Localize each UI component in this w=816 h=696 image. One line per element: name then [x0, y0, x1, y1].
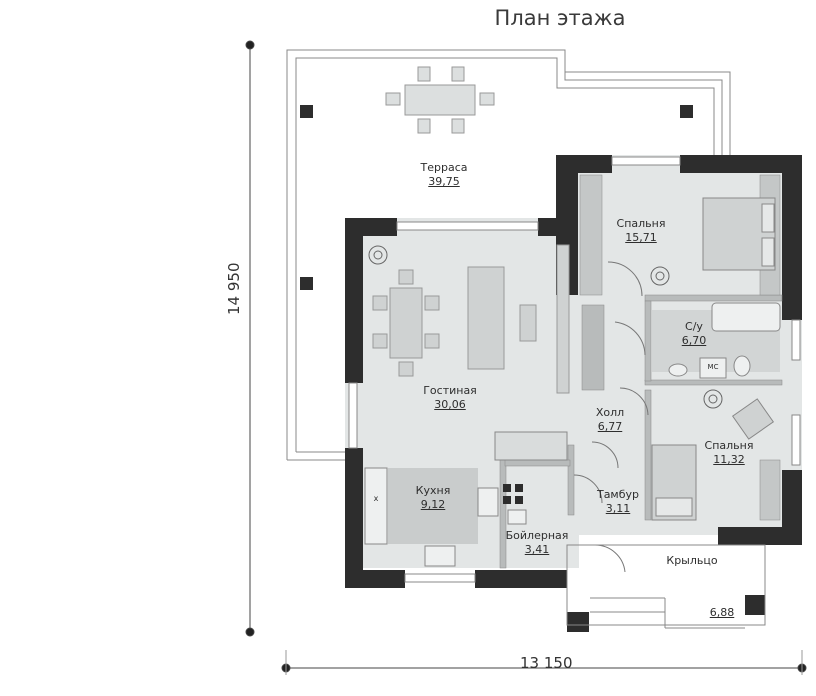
- windows: [348, 156, 801, 583]
- plan-title: План этажа: [494, 6, 626, 30]
- room-area: 6,70: [681, 334, 707, 347]
- room-name: Кухня: [415, 484, 451, 497]
- room-name: Терраса: [420, 161, 468, 174]
- room-label-kitchen: Кухня 9,12: [378, 484, 488, 512]
- room-area: 39,75: [428, 175, 460, 188]
- room-label-living: Гостиная 30,06: [395, 384, 505, 412]
- plants: [368, 245, 723, 409]
- room-name: Спальня: [616, 217, 666, 230]
- room-area: 6,77: [597, 420, 623, 433]
- porch: [566, 544, 766, 629]
- width-dimension-label: 13 150: [520, 654, 573, 672]
- room-label-porch: Крыльцо: [637, 554, 747, 568]
- room-label-bedroom-1: Спальня 15,71: [586, 217, 696, 245]
- washing-machine-label: МС: [707, 363, 719, 371]
- room-name: Тамбур: [596, 488, 640, 501]
- room-label-boiler: Бойлерная 3,41: [482, 529, 592, 557]
- bed-bedroom-1: [702, 197, 776, 271]
- room-name: С/у: [685, 320, 703, 333]
- room-name: Холл: [595, 406, 625, 419]
- kitchen-counter-area: [388, 468, 478, 544]
- room-area: 6,88: [709, 606, 735, 619]
- room-label-vestibule: Тамбур 3,11: [563, 488, 673, 516]
- height-dimension-label: 14 950: [225, 262, 243, 316]
- kitchen-appliance-mark: x: [373, 494, 379, 503]
- porch-area-label: 6,88: [667, 606, 777, 620]
- kitchen-fixtures: [364, 431, 568, 567]
- room-label-hall: Холл 6,77: [555, 406, 665, 434]
- room-area: 15,71: [625, 231, 657, 244]
- room-area: 30,06: [434, 398, 466, 411]
- room-area: 9,12: [420, 498, 446, 511]
- room-area: 11,32: [713, 453, 745, 466]
- room-label-terrace: Терраса 39,75: [389, 161, 499, 189]
- room-label-bedroom-2: Спальня 11,32: [674, 439, 784, 467]
- room-name: Спальня: [704, 439, 754, 452]
- room-name: Крыльцо: [666, 554, 718, 567]
- terrace-columns: [300, 105, 693, 290]
- dimension-lines: [245, 40, 807, 675]
- bathroom-fixtures: [668, 302, 781, 379]
- boiler-equipment: [503, 484, 527, 525]
- interior-walls: [499, 294, 783, 569]
- living-dining-set: [372, 269, 440, 377]
- terrace-outline: [286, 49, 731, 461]
- room-name: Бойлерная: [505, 529, 569, 542]
- room-name: Гостиная: [423, 384, 477, 397]
- living-sofa-set: [467, 244, 570, 394]
- bed-bedroom-2: [651, 398, 775, 521]
- room-area: 3,11: [605, 502, 631, 515]
- exterior-walls: [345, 155, 802, 632]
- room-label-bathroom: С/у 6,70: [639, 320, 749, 348]
- terrace-dining-set: [385, 66, 495, 134]
- room-area: 3,41: [524, 543, 550, 556]
